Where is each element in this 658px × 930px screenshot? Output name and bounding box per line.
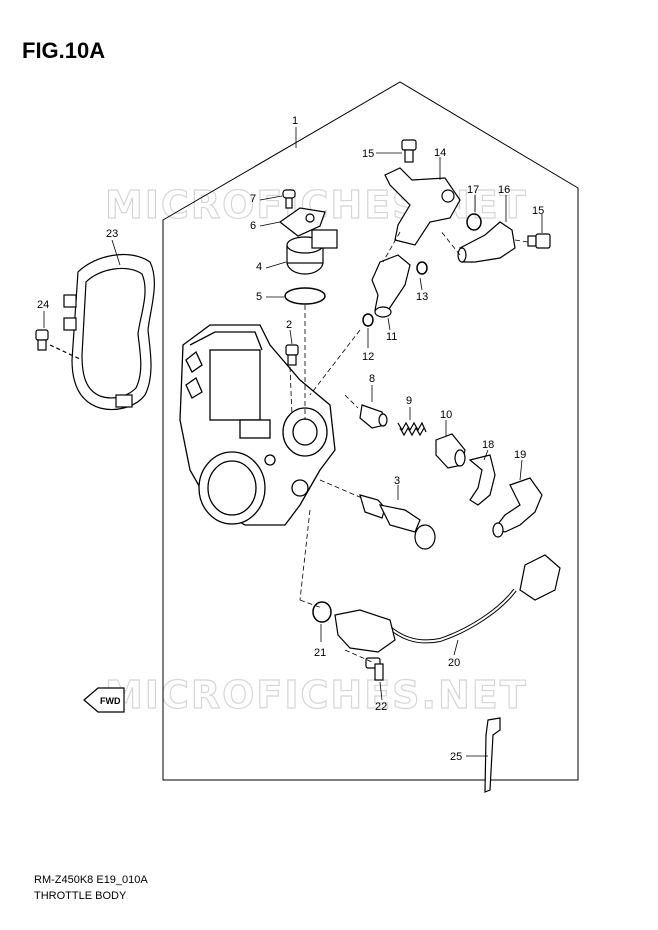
part-10-valve [435, 433, 466, 469]
part-3-idle-screw [359, 494, 436, 550]
part-13-oring [416, 261, 428, 275]
callout-3: 3 [394, 475, 400, 487]
alignment-lines [289, 229, 529, 663]
part-20-harness [334, 554, 561, 653]
callout-24: 24 [37, 299, 49, 311]
part-12-oring [362, 313, 374, 327]
part-9-spring [397, 421, 427, 437]
part-19-hose [492, 477, 543, 538]
figure-name: THROTTLE BODY [34, 890, 127, 902]
callout-6: 6 [250, 220, 256, 232]
part-5-oring [284, 287, 326, 305]
part-14-fuel-rail [384, 167, 461, 246]
assembly-boundary [162, 81, 579, 781]
part-6-bracket [278, 207, 326, 237]
callout-4: 4 [256, 261, 262, 273]
callout-13: 13 [416, 291, 428, 303]
part-1-throttle-body [179, 324, 336, 526]
fwd-label: FWD [100, 696, 121, 706]
watermark-bottom: MICROFICHES.NET [105, 673, 528, 717]
callout-1: 1 [292, 115, 298, 127]
part-8-plunger [359, 404, 388, 429]
part-24-screw [35, 329, 83, 361]
part-7-screw [282, 189, 296, 209]
part-17-oring [466, 213, 482, 231]
part-21-oring [312, 601, 332, 623]
callout-10: 10 [440, 409, 452, 421]
figure-code: RM-Z450K8 E19_010A [34, 874, 148, 886]
callout-23: 23 [106, 228, 118, 240]
callout-22: 22 [375, 701, 387, 713]
callout-19: 19 [514, 449, 526, 461]
callout-9: 9 [406, 395, 412, 407]
callout-11: 11 [386, 331, 397, 343]
part-23-cover [63, 253, 155, 411]
callout-5: 5 [256, 291, 262, 303]
callout-8: 8 [369, 373, 375, 385]
part-25-clamp [484, 717, 501, 793]
callout-25: 25 [450, 751, 462, 763]
leader-lines [43, 127, 543, 757]
part-18-hose [468, 454, 496, 506]
part-16-fitting [457, 221, 516, 263]
callout-18: 18 [482, 439, 494, 451]
callout-16: 16 [498, 184, 510, 196]
part-2-screw [285, 344, 299, 366]
part-15-bolt-top [401, 139, 417, 163]
callout-12: 12 [362, 351, 374, 363]
callout-15b: 15 [532, 205, 544, 217]
part-4-sensor [286, 229, 338, 275]
callout-20: 20 [448, 657, 460, 669]
figure-title: FIG.10A [22, 38, 106, 63]
fwd-arrow-icon: FWD [83, 687, 125, 713]
part-11-injector [371, 254, 411, 318]
callout-21: 21 [314, 647, 326, 659]
callout-15a: 15 [362, 148, 374, 160]
callout-2: 2 [286, 319, 292, 331]
callout-17: 17 [467, 184, 479, 196]
part-15-bolt-right [527, 233, 551, 249]
callout-7: 7 [250, 193, 256, 205]
callout-14: 14 [434, 147, 446, 159]
